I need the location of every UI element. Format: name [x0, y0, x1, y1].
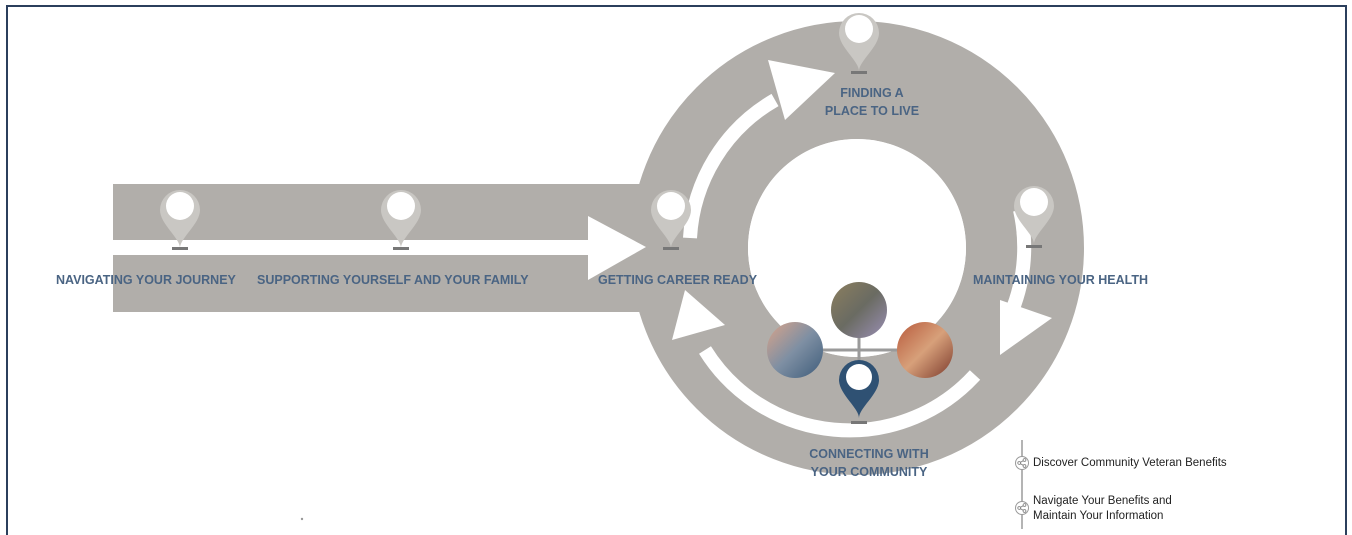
- stage-community-line2: YOUR COMMUNITY: [810, 465, 928, 479]
- map-pin-icon: [651, 190, 691, 250]
- photo-veteran: [831, 282, 887, 338]
- stage-navigating-your-journey[interactable]: NAVIGATING YOUR JOURNEY: [56, 273, 236, 287]
- stage-place-line2: PLACE TO LIVE: [824, 104, 920, 118]
- link-navigate-line1: Navigate Your Benefits and: [1033, 495, 1172, 507]
- stage-community-line1: CONNECTING WITH: [809, 447, 929, 461]
- diagram-frame: [6, 5, 1347, 535]
- straight-lane: [113, 240, 593, 255]
- share-icon[interactable]: [1015, 501, 1029, 515]
- stage-maintaining-your-health[interactable]: MAINTAINING YOUR HEALTH: [973, 273, 1148, 287]
- stage-connecting-with-community[interactable]: CONNECTING WITH YOUR COMMUNITY: [799, 445, 939, 481]
- map-pin-icon: [839, 13, 879, 74]
- stage-place-line1: FINDING A: [840, 86, 904, 100]
- share-icon[interactable]: [1015, 456, 1029, 470]
- stage-getting-career-ready[interactable]: GETTING CAREER READY: [598, 273, 758, 287]
- ring-lane-bottom: [699, 346, 981, 438]
- stage-finding-a-place-to-live[interactable]: FINDING A PLACE TO LIVE: [812, 84, 932, 120]
- map-pin-icon: [160, 190, 200, 250]
- ring-arrow-top: [768, 60, 835, 120]
- ring-arrow-bottom: [672, 290, 725, 340]
- ring-lane-top: [683, 93, 779, 239]
- link-navigate-line2: Maintain Your Information: [1033, 510, 1164, 522]
- link-discover-community-benefits[interactable]: Discover Community Veteran Benefits: [1033, 457, 1227, 469]
- link-navigate-benefits[interactable]: Navigate Your Benefits and Maintain Your…: [1033, 494, 1172, 524]
- ring-arrow-right: [1000, 300, 1052, 355]
- photo-community: [897, 322, 953, 378]
- map-pin-icon: [1014, 186, 1054, 248]
- stage-supporting-yourself[interactable]: SUPPORTING YOURSELF AND YOUR FAMILY: [257, 273, 529, 287]
- photo-laptop: [767, 322, 823, 378]
- straight-arrow: [588, 216, 646, 280]
- map-pin-icon: [381, 190, 421, 250]
- map-pin-icon: [839, 360, 879, 424]
